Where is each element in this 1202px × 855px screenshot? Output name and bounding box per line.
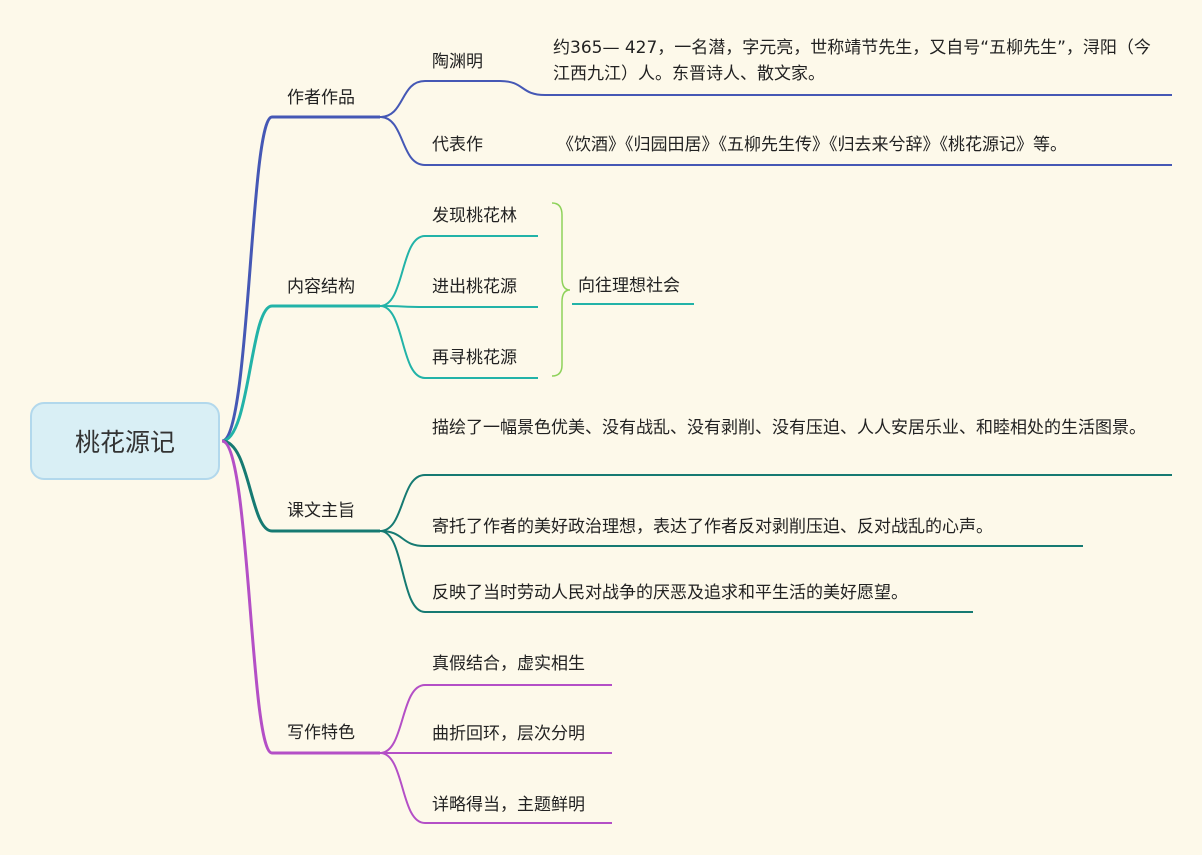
connector-author (221, 115, 380, 443)
connector-content-2 (379, 305, 538, 308)
branch-content[interactable]: 内容结构 (287, 277, 355, 297)
summary-brace (551, 202, 571, 377)
node-tao-bio[interactable]: 约365— 427，一名潜，字元亮，世称靖节先生，又自号“五柳先生”，浔阳（今江… (553, 38, 1151, 84)
node-tao-yuanming[interactable]: 陶渊明 (432, 52, 483, 72)
node-style-1[interactable]: 真假结合，虚实相生 (432, 654, 585, 674)
connector-style-1 (379, 684, 612, 754)
node-style-2[interactable]: 曲折回环，层次分明 (432, 724, 585, 744)
branch-author[interactable]: 作者作品 (287, 88, 355, 108)
node-theme-1[interactable]: 描绘了一幅景色优美、没有战乱、没有剥削、没有压迫、人人安居乐业、和睦相处的生活图… (432, 418, 1146, 438)
node-content-3[interactable]: 再寻桃花源 (432, 348, 517, 368)
connector-theme (221, 439, 380, 533)
node-content-2[interactable]: 进出桃花源 (432, 277, 517, 297)
connector-style (221, 439, 380, 755)
connector-content-3 (379, 305, 538, 379)
connector-content-1 (379, 235, 538, 307)
connector-works (379, 116, 1172, 166)
connector-theme-2 (379, 530, 1083, 547)
node-theme-3[interactable]: 反映了当时劳动人民对战争的厌恶及追求和平生活的美好愿望。 (432, 583, 908, 603)
connector-content (221, 304, 380, 443)
connector-tao (379, 80, 1172, 118)
node-works[interactable]: 代表作 (432, 135, 483, 155)
node-content-summary[interactable]: 向往理想社会 (578, 276, 680, 296)
node-style-3[interactable]: 详略得当，主题鲜明 (432, 795, 585, 815)
connector-style-3 (379, 752, 612, 824)
root-topic[interactable]: 桃花源记 (30, 402, 220, 480)
connector-theme-1 (379, 474, 1172, 532)
root-topic-label: 桃花源记 (74, 428, 175, 457)
node-theme-2[interactable]: 寄托了作者的美好政治理想，表达了作者反对剥削压迫、反对战乱的心声。 (432, 517, 993, 537)
branch-style[interactable]: 写作特色 (287, 723, 355, 743)
branch-theme[interactable]: 课文主旨 (287, 501, 355, 521)
node-content-1[interactable]: 发现桃花林 (432, 206, 517, 226)
connector-theme-3 (379, 530, 973, 613)
node-works-list[interactable]: 《饮酒》《归园田居》《五柳先生传》《归去来兮辞》《桃花源记》等。 (557, 135, 1067, 155)
